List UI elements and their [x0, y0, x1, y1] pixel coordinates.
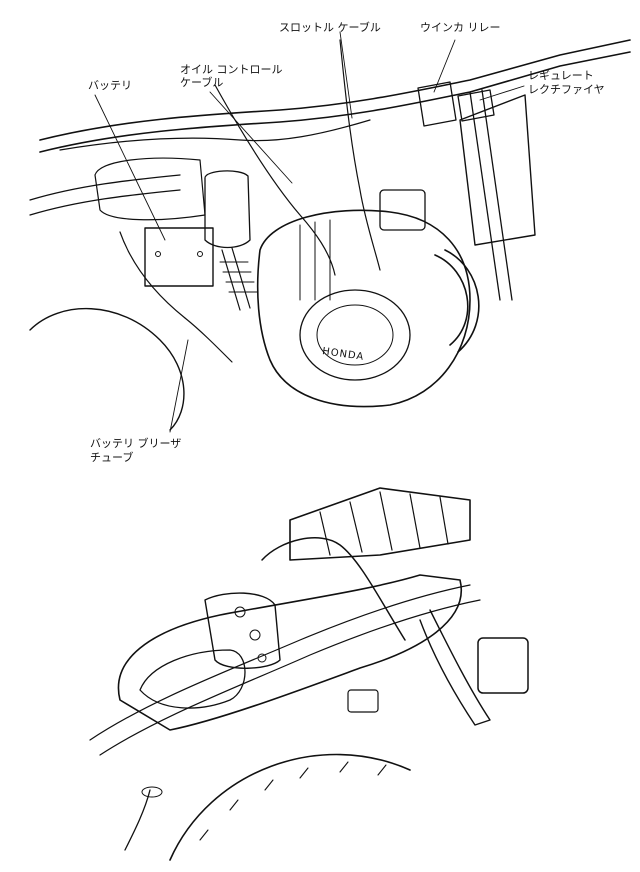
rear-subframe	[29, 174, 181, 216]
bracket-hole-1	[234, 606, 246, 618]
tail-wiring	[89, 584, 471, 741]
connector-block	[347, 689, 379, 713]
leader-battery	[94, 94, 166, 241]
label-regulator-line2: レクチファイヤ	[528, 83, 605, 96]
grab-rail	[261, 537, 406, 641]
side-cover	[459, 94, 536, 246]
label-breather-line1: バッテリ ブリーザ	[90, 437, 182, 450]
frame-main-tube-lower	[39, 51, 631, 153]
battery-box	[144, 227, 214, 287]
exhaust-pipe	[434, 249, 480, 353]
engine-block	[256, 209, 471, 408]
rear-tire	[169, 753, 411, 861]
throttle-cable	[339, 39, 381, 271]
seat	[117, 574, 463, 731]
leader-oil-control	[209, 91, 293, 184]
leader-regulator	[479, 85, 525, 101]
label-breather-line2: チューブ	[90, 451, 134, 464]
down-tube	[469, 89, 513, 301]
label-oil-control-line2: ケーブル	[180, 76, 224, 89]
carburetor	[379, 189, 426, 231]
rear-shock	[221, 247, 251, 311]
clutch-cover	[316, 304, 394, 366]
winker-relay-body	[417, 81, 457, 127]
luggage-rack-outer	[289, 487, 471, 561]
label-oil-control-line1: オイル コントロール	[180, 63, 283, 76]
rear-fender	[419, 609, 491, 726]
air-box	[94, 157, 206, 221]
battery-terminal-pos	[197, 251, 203, 257]
label-battery: バッテリ	[88, 79, 132, 92]
shock-spring	[219, 261, 258, 293]
tail-lamp	[477, 637, 529, 694]
leader-throttle	[339, 31, 353, 119]
regulator-rectifier-body	[457, 89, 495, 122]
seat-frame-bracket	[204, 592, 281, 669]
rear-wheel	[29, 307, 185, 431]
luggage-rack-bars	[319, 491, 449, 556]
leader-breather	[169, 339, 189, 433]
top-figure	[29, 31, 631, 433]
label-winker-relay: ウインカ リレー	[420, 21, 501, 34]
breather-tube-lower	[124, 789, 151, 851]
label-regulator-line1: レギュレート	[528, 69, 594, 82]
battery-breather-tube	[184, 317, 233, 363]
oil-tank	[204, 170, 251, 249]
cylinder-fins	[299, 219, 331, 301]
rear-tire-tread	[199, 761, 387, 841]
engine-case-cover	[299, 289, 411, 381]
leader-winker	[433, 39, 456, 93]
bracket-hole-2	[249, 629, 261, 641]
tube-clamp	[141, 786, 163, 798]
wire-harness	[59, 119, 371, 319]
bottom-figure	[89, 487, 529, 861]
label-throttle-cable: スロットル ケーブル	[279, 21, 381, 34]
seat-cutout	[139, 649, 246, 709]
battery-terminal-neg	[155, 251, 161, 257]
tail-wiring-2	[99, 599, 481, 756]
